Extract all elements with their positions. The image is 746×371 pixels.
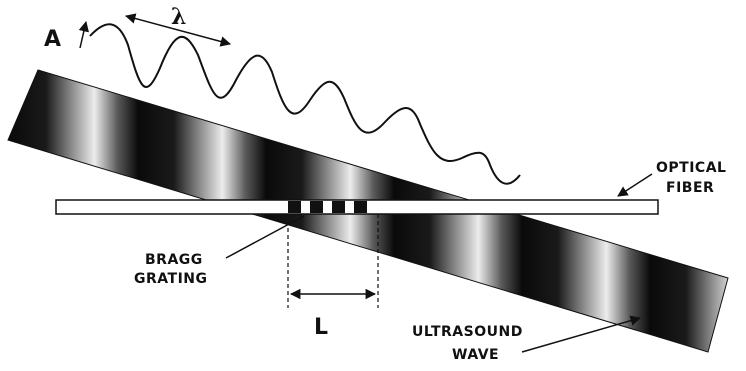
bragg-leader xyxy=(225,215,305,259)
bragg-label-line2: GRATING xyxy=(134,271,208,287)
amplitude-arrow xyxy=(78,20,89,49)
grating-segment xyxy=(310,201,323,213)
ultrasound-amplitude-curve xyxy=(89,23,521,185)
ultrasound-label-line2: WAVE xyxy=(452,347,499,363)
amplitude-label: A xyxy=(44,27,62,52)
grating-segment xyxy=(345,201,354,213)
grating-segment xyxy=(354,201,367,213)
grating-segment xyxy=(332,201,345,213)
optical-fiber-label-line2: FIBER xyxy=(666,180,714,196)
grating-segment xyxy=(367,201,376,213)
grating-segment xyxy=(288,201,301,213)
wavelength-label: λ xyxy=(171,4,186,30)
optical-fiber-label-line1: OPTICAL xyxy=(656,160,726,176)
grating-segment xyxy=(323,201,332,213)
ultrasound-leader xyxy=(521,315,642,353)
optical-fiber-leader xyxy=(617,173,653,197)
grating-segment xyxy=(301,201,310,213)
wavelength-arrow xyxy=(124,13,232,47)
bragg-label-line1: BRAGG xyxy=(145,252,203,268)
ultrasound-label-line1: ULTRASOUND xyxy=(412,324,523,340)
bragg-grating xyxy=(288,201,376,213)
length-label: L xyxy=(314,315,329,340)
